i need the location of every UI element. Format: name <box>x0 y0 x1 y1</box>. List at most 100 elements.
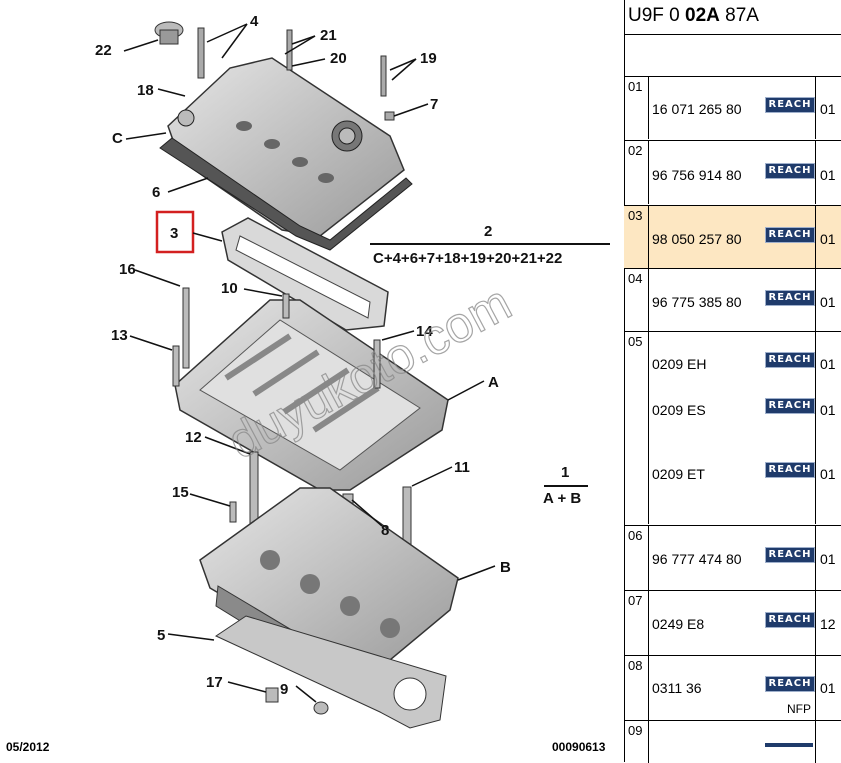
quantity: 01 <box>820 680 836 696</box>
reach-badge: REACH <box>765 352 815 368</box>
column-separator <box>815 526 816 590</box>
column-separator <box>815 77 816 139</box>
reach-badge: REACH <box>765 163 815 179</box>
parts-row-09[interactable]: 09 <box>624 720 841 763</box>
column-separator <box>815 141 816 204</box>
label-17: 17 <box>206 674 223 691</box>
cylinder-head-cover <box>159 57 413 251</box>
label-A: A <box>488 374 499 391</box>
label-10: 10 <box>221 280 238 297</box>
parts-row-07[interactable]: 07 0249 E8 REACH 12 <box>624 590 841 655</box>
column-separator <box>648 269 649 331</box>
part-note: NFP <box>787 702 811 716</box>
part-number[interactable]: 96 775 385 80 <box>652 294 742 310</box>
label-8: 8 <box>381 522 389 539</box>
label-22: 22 <box>95 42 112 59</box>
parts-row-02[interactable]: 02 96 756 914 80 REACH 01 <box>624 140 841 204</box>
label-21: 21 <box>320 27 337 44</box>
quantity: 12 <box>820 616 836 632</box>
column-separator <box>815 656 816 720</box>
quantity: 01 <box>820 231 836 247</box>
quantity: 01 <box>820 294 836 310</box>
column-separator <box>648 656 649 720</box>
parts-row-04[interactable]: 04 96 775 385 80 REACH 01 <box>624 268 841 331</box>
quantity: 01 <box>820 167 836 183</box>
reach-badge: REACH <box>765 547 815 563</box>
part-number[interactable]: 0311 36 <box>652 680 702 696</box>
column-separator <box>648 721 649 763</box>
part-number[interactable]: 0209 ET <box>652 466 705 482</box>
label-1: 1 <box>561 464 569 481</box>
reach-badge: REACH <box>765 398 815 414</box>
label-4: 4 <box>250 13 259 30</box>
column-separator <box>815 332 816 524</box>
gasket <box>221 217 389 331</box>
head-gasket <box>214 615 447 729</box>
label-5: 5 <box>157 627 165 644</box>
panel-border-left <box>624 0 625 762</box>
column-separator <box>648 526 649 590</box>
plugs <box>265 687 329 715</box>
part-number[interactable]: 96 777 474 80 <box>652 551 742 567</box>
camshaft-housing <box>174 299 449 491</box>
row-index: 02 <box>628 143 643 158</box>
label-19: 19 <box>420 50 437 67</box>
quantity: 01 <box>820 551 836 567</box>
exploded-parts-diagram: 22 4 21 20 19 18 7 C 6 3 2 C+4+6+7+18+19… <box>95 13 610 729</box>
column-separator <box>648 206 649 268</box>
label-20: 20 <box>330 50 347 67</box>
quantity: 01 <box>820 101 836 117</box>
label-2: 2 <box>484 223 492 240</box>
row-index: 05 <box>628 334 643 349</box>
column-separator <box>648 77 649 139</box>
label-3: 3 <box>170 225 178 242</box>
label-6: 6 <box>152 184 160 201</box>
quantity: 01 <box>820 466 836 482</box>
leader-lines <box>123 23 496 703</box>
quantity: 01 <box>820 402 836 418</box>
column-separator <box>648 332 649 524</box>
row-index: 08 <box>628 658 643 673</box>
label-C: C <box>112 130 123 147</box>
part-number[interactable]: 0249 E8 <box>652 616 705 632</box>
part-number[interactable]: 96 756 914 80 <box>652 167 742 183</box>
column-separator <box>648 591 649 655</box>
label-11: 11 <box>454 459 470 476</box>
oil-filler-cap <box>154 21 184 45</box>
footer-date: 05/2012 <box>6 740 50 754</box>
callout-3-box <box>155 210 195 254</box>
part-number[interactable]: 0209 ES <box>652 402 706 418</box>
row-index: 04 <box>628 271 643 286</box>
reach-badge: REACH <box>765 227 815 243</box>
reach-badge: REACH <box>765 290 815 306</box>
reach-badge-partial <box>765 743 813 747</box>
title-divider <box>624 34 841 35</box>
part-number[interactable]: 0209 EH <box>652 356 707 372</box>
label-12: 12 <box>185 429 202 446</box>
label-16: 16 <box>119 261 136 278</box>
reach-badge: REACH <box>765 462 815 478</box>
column-separator <box>648 141 649 204</box>
part-number[interactable]: 98 050 257 80 <box>652 231 742 247</box>
row-index: 01 <box>628 79 643 94</box>
footer-code: 00090613 <box>552 740 606 754</box>
row-index: 09 <box>628 723 643 738</box>
label-B: B <box>500 559 511 576</box>
part-number[interactable]: 16 071 265 80 <box>652 101 742 117</box>
row-index: 07 <box>628 593 643 608</box>
column-separator <box>815 269 816 331</box>
kit-1-composition: A + B <box>543 490 581 507</box>
label-18: 18 <box>137 82 154 99</box>
column-separator <box>815 591 816 655</box>
parts-row-05[interactable]: 05 0209 EH REACH 01 0209 ES REACH 01 0209 ET REA… <box>624 331 841 524</box>
column-separator <box>815 721 816 763</box>
quantity: 01 <box>820 356 836 372</box>
reach-badge: REACH <box>765 612 815 628</box>
row-index: 03 <box>628 208 643 223</box>
label-14: 14 <box>416 323 433 340</box>
parts-row-03[interactable]: 03 98 050 257 80 REACH 01 <box>624 205 841 268</box>
label-9: 9 <box>280 681 288 698</box>
